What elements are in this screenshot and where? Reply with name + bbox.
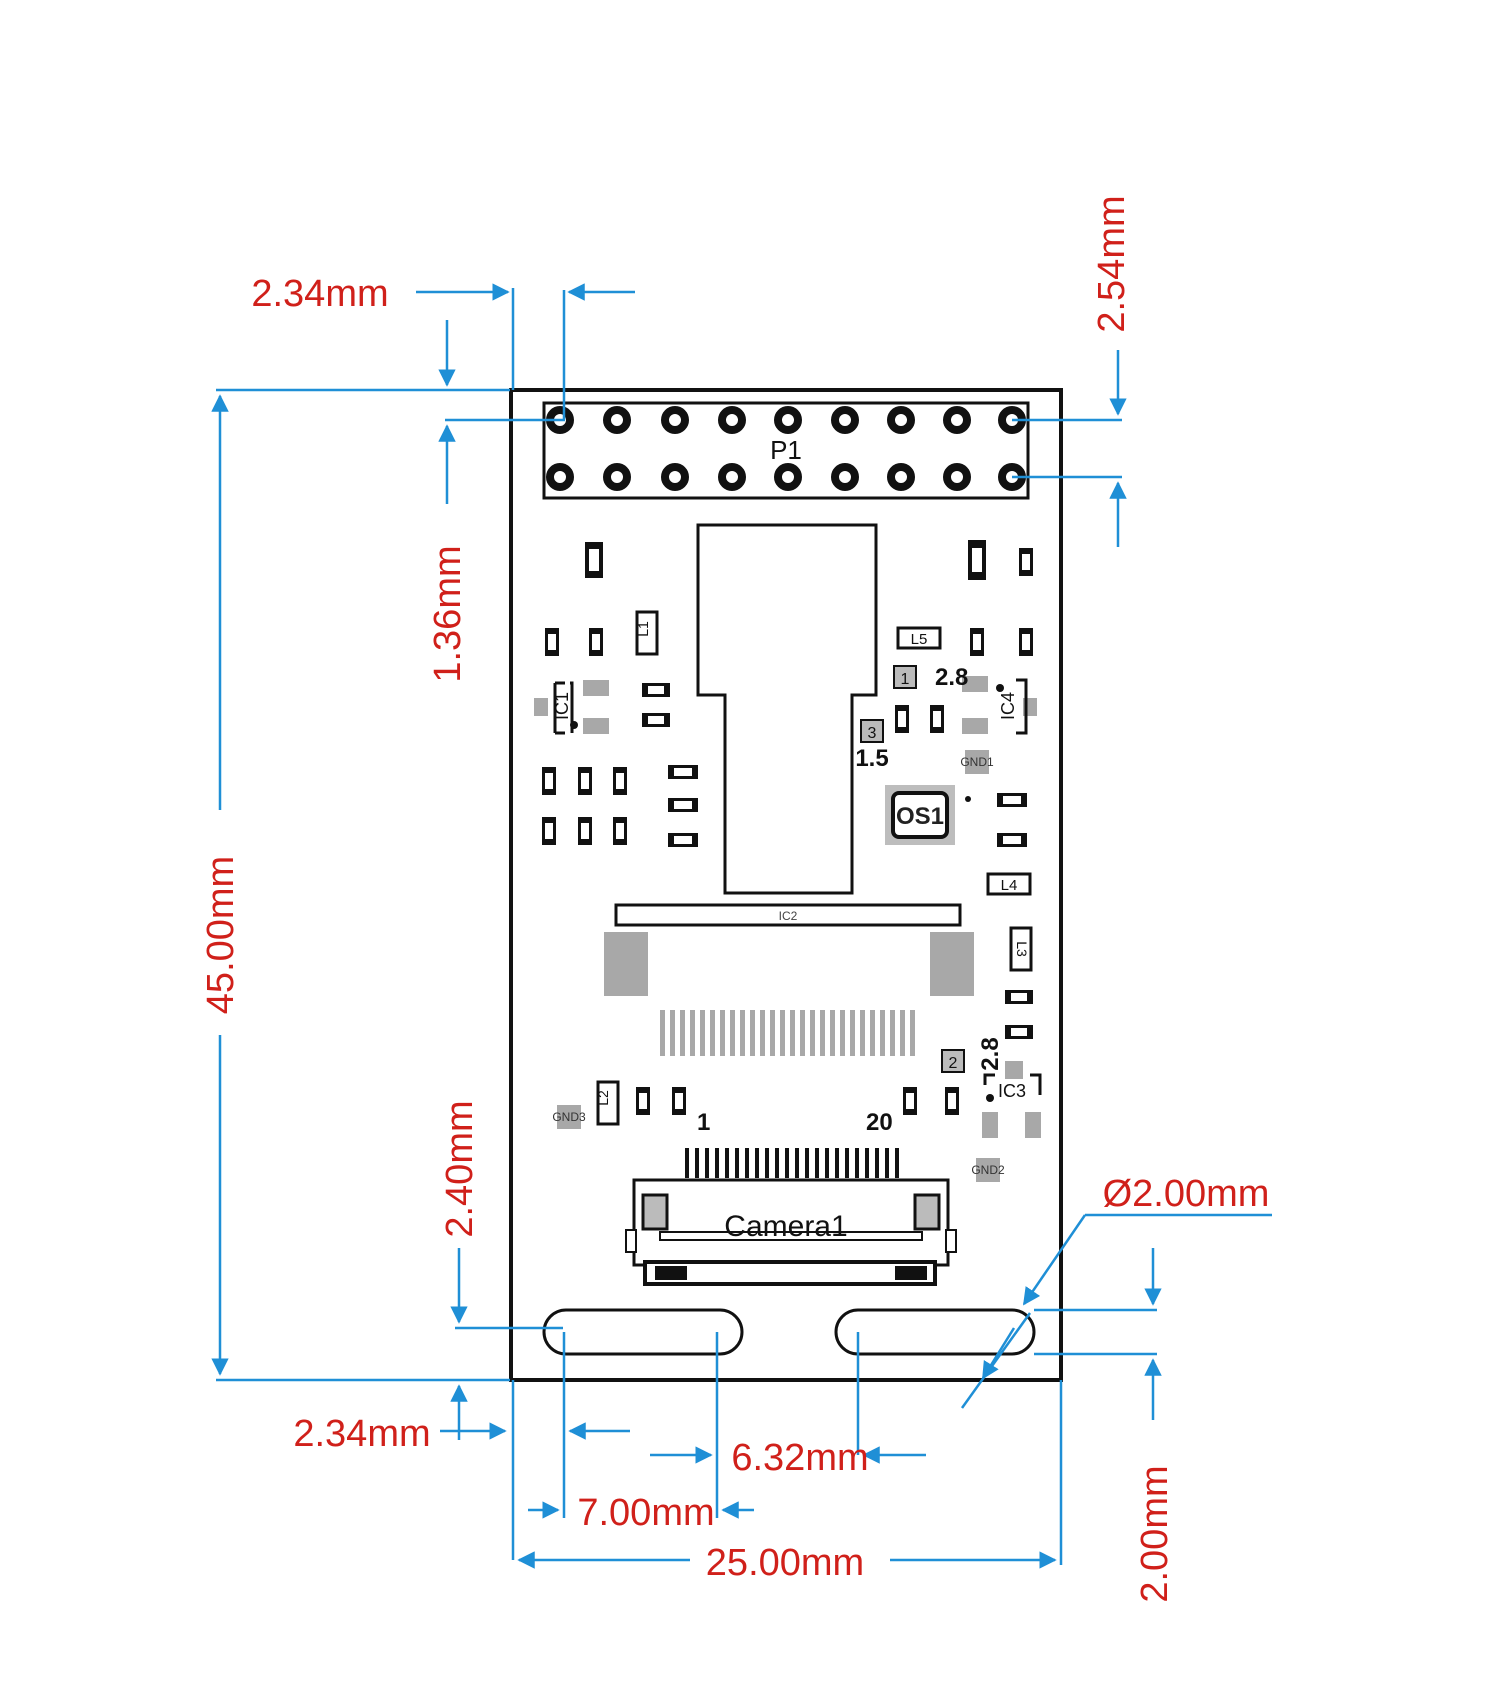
dim-slot-spacing: 7.00mm [577, 1492, 714, 1534]
os1: OS1 [885, 785, 971, 845]
svg-text:GND2: GND2 [971, 1163, 1005, 1177]
dim-slot-top-offset: 2.40mm [439, 1100, 481, 1237]
ic4: IC4 [962, 676, 1037, 735]
inductor-l5: L5 [896, 626, 942, 650]
connector-fingers-upper [660, 1010, 915, 1056]
header-pins [546, 406, 1026, 491]
svg-text:L4: L4 [1001, 877, 1018, 894]
test-point-3: 3 [860, 719, 884, 743]
mounting-slot-right [834, 1308, 1036, 1356]
connector-pad-left [604, 932, 648, 996]
gnd1-pad: GND1 [960, 750, 994, 774]
svg-text:L2: L2 [595, 1090, 611, 1106]
dim-slot-length: 6.32mm [731, 1437, 868, 1479]
dim-board-width: 25.00mm [706, 1542, 864, 1584]
svg-text:IC4: IC4 [998, 692, 1018, 720]
svg-text:GND1: GND1 [960, 755, 994, 769]
svg-text:L3: L3 [1014, 941, 1030, 957]
header-label: P1 [770, 435, 802, 465]
ic2-label: IC2 [779, 909, 798, 923]
connector-fingers-lower [685, 1148, 899, 1178]
svg-text:3: 3 [868, 725, 877, 742]
header-outline [542, 401, 1030, 500]
ic2-bar [614, 903, 962, 927]
inductor-l2: L2 [595, 1080, 620, 1126]
camera-connector: Camera1 [625, 1148, 957, 1286]
ic3: IC3 [982, 1061, 1042, 1138]
test-point-1: 1 [893, 665, 917, 689]
svg-text:1: 1 [901, 671, 910, 688]
svg-text:L5: L5 [911, 631, 928, 648]
gnd2-pad: GND2 [971, 1158, 1005, 1182]
dimension-labels: 2.34mm 2.54mm 1.36mm 45.00mm 2.40mm Ø2.0… [200, 195, 1269, 1602]
tp3-value: 1.5 [855, 745, 888, 772]
dim-slot-bottom-offset: 2.00mm [1134, 1465, 1176, 1602]
dimension-lines [211, 283, 1272, 1569]
gnd3-pad: GND3 [552, 1105, 586, 1129]
dim-slot-diameter: Ø2.00mm [1103, 1173, 1270, 1215]
tp1-value: 2.8 [935, 664, 968, 691]
inductor-l4: L4 [986, 872, 1032, 896]
svg-text:IC1: IC1 [552, 692, 572, 720]
dim-board-height: 45.00mm [200, 856, 242, 1014]
svg-text:2: 2 [949, 1055, 958, 1072]
test-point-2: 2 [941, 1049, 965, 1073]
svg-text:IC3: IC3 [998, 1081, 1026, 1101]
pcb-board: P1 IC2 [509, 388, 1063, 1382]
inductor-l3: L3 [1009, 926, 1033, 972]
dim-header-top-offset: 1.36mm [427, 545, 469, 682]
passive-components [542, 540, 1033, 1115]
connector-pad-right [930, 932, 974, 996]
ic1: IC1 [534, 680, 609, 735]
svg-text:GND3: GND3 [552, 1110, 586, 1124]
sensor-footprint [696, 523, 878, 895]
header-p1: P1 [542, 401, 1030, 500]
dim-header-pitch: 2.54mm [1091, 195, 1133, 332]
dim-slot-left-offset: 2.34mm [293, 1413, 430, 1455]
dim-hole-offset-top: 2.34mm [251, 273, 388, 315]
svg-text:L1: L1 [635, 621, 651, 637]
camera-connector-label: Camera1 [724, 1210, 847, 1243]
connector-pin-1: 1 [697, 1109, 710, 1136]
svg-text:OS1: OS1 [896, 803, 944, 830]
mounting-slot-left [542, 1308, 744, 1356]
connector-pin-20: 20 [866, 1109, 893, 1136]
tp2-value: 2.8 [977, 1037, 1004, 1070]
inductor-l1: L1 [635, 610, 659, 656]
